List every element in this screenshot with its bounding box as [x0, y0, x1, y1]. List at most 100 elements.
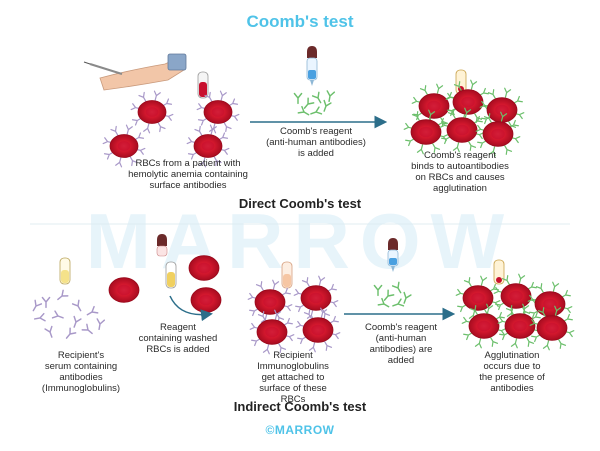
direct-test-heading: Direct Coomb's test	[238, 196, 362, 211]
antibody-icon	[509, 119, 519, 128]
caption-indirect-reagent: Coomb's reagent (anti-human antibodies) …	[364, 322, 438, 366]
antibody-icon	[558, 339, 567, 349]
antibody-icon	[500, 111, 508, 122]
antibody-icon	[323, 99, 332, 112]
antibody-icon	[303, 309, 312, 319]
caption-agglutination: Coomb's reagent binds to autoantibodies …	[411, 150, 509, 194]
recipient-serum-antibodies	[32, 289, 106, 339]
antibody-icon	[218, 132, 229, 141]
antibody-icon	[297, 336, 307, 345]
antibody-icon	[125, 124, 133, 135]
rbc-icon	[102, 124, 146, 168]
antibody-icon	[251, 338, 261, 347]
antibody-icon	[262, 344, 270, 355]
antibody-icon	[320, 307, 328, 318]
antibody-icon	[432, 143, 441, 153]
antibody-icon	[199, 157, 207, 168]
watermark: MARROW	[85, 197, 515, 285]
antibody-icon	[303, 97, 315, 109]
antibody-icon	[81, 323, 93, 335]
antibody-icon	[115, 157, 123, 168]
antibody-icon	[143, 123, 151, 134]
indirect-test-heading: Indirect Coomb's test	[233, 399, 367, 414]
antibody-icon	[373, 284, 383, 297]
antibody-icon	[157, 122, 166, 133]
antibody-icon	[51, 310, 64, 319]
antibody-icon	[131, 117, 142, 126]
antibody-icon	[490, 337, 499, 347]
coombs-reagent-antibodies	[293, 90, 336, 116]
antibody-icon	[488, 146, 496, 157]
antibody-icon	[308, 342, 316, 353]
antibody-icon	[162, 98, 173, 107]
antibody-icon	[470, 79, 478, 90]
antibody-icon	[405, 138, 415, 147]
antibody-icon	[71, 299, 82, 312]
caption-indirect-agglutination: Agglutination occurs due to the presence…	[479, 350, 545, 394]
antibody-icon	[416, 144, 424, 155]
antibody-icon	[499, 332, 509, 341]
rbc-icon	[108, 277, 140, 303]
rbc-icon	[455, 275, 501, 321]
rbc-icon	[130, 90, 174, 134]
antibody-icon	[428, 109, 436, 120]
antibody-icon	[391, 281, 402, 294]
antibody-icon	[513, 95, 523, 104]
caption-washed-rbcs: Reagent containing washed RBCs is added	[138, 322, 218, 355]
antibody-icon	[301, 277, 310, 287]
direct-agglutinated-rbcs	[403, 79, 525, 157]
antibody-icon	[322, 309, 331, 319]
antibody-icon	[529, 310, 539, 319]
antibody-icon	[464, 107, 472, 118]
antibody-icon	[531, 311, 541, 320]
rbc-icon	[188, 255, 220, 281]
antibody-icon	[447, 109, 456, 119]
antibody-icon	[204, 91, 213, 102]
direct-patient-rbcs	[102, 90, 240, 168]
antibody-icon	[293, 92, 303, 105]
antibody-icon	[463, 332, 473, 341]
patient-arm-illustration	[83, 53, 187, 91]
rbc-icon	[190, 287, 222, 313]
antibody-icon	[505, 305, 514, 315]
antibody-icon	[318, 275, 326, 286]
antibody-icon	[377, 297, 390, 308]
rbc-icon	[196, 90, 240, 134]
antibody-icon	[518, 273, 526, 284]
antibody-icon	[295, 304, 305, 313]
antibody-icon	[526, 337, 535, 347]
indirect-coombs-reagent-antibodies	[373, 281, 412, 308]
antibody-icon	[65, 327, 77, 339]
curved-arrow-1	[169, 295, 213, 322]
indirect-agglutination-tube	[493, 259, 505, 285]
antibody-icon	[510, 338, 518, 349]
indirect-coombs-reagent-dropper	[387, 238, 399, 272]
antibody-icon	[103, 151, 114, 160]
caption-patient-rbcs: RBCs from a patient with hemolytic anemi…	[128, 158, 248, 191]
antibody-icon	[283, 317, 293, 326]
antibody-icon	[535, 283, 544, 293]
rbc-icon	[445, 79, 491, 125]
antibody-icon	[436, 83, 444, 94]
antibody-icon	[228, 98, 239, 107]
page-title: Coomb's test	[246, 12, 354, 31]
antibody-icon	[86, 305, 99, 316]
antibody-icon	[504, 87, 512, 98]
antibody-icon	[392, 298, 405, 307]
antibody-icon	[477, 140, 487, 149]
rbc-icon	[529, 305, 575, 351]
rbc-icon	[439, 107, 485, 153]
antibody-icon	[453, 81, 462, 91]
antibody-icon	[473, 115, 483, 124]
antibody-icon	[383, 289, 395, 301]
antibody-icon	[542, 340, 550, 351]
rbc-icon	[475, 111, 521, 157]
antibody-icon	[194, 125, 203, 136]
antibody-icon	[138, 91, 147, 102]
antibody-icon	[441, 136, 451, 145]
blood-sample-tube	[197, 71, 209, 99]
antibody-icon	[327, 283, 337, 292]
antibody-icon	[452, 142, 460, 153]
antibody-icon	[326, 90, 336, 103]
